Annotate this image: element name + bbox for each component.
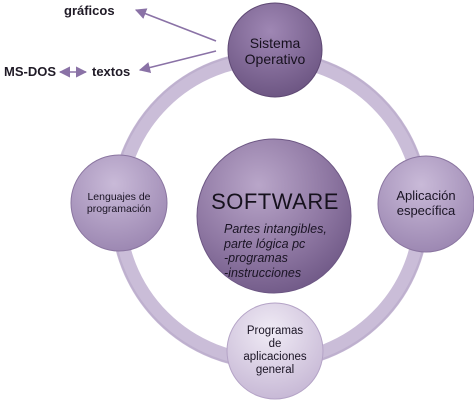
arrow-to-textos: [138, 50, 217, 73]
center-line-2: parte lógica pc: [224, 236, 306, 251]
label-msdos: MS-DOS: [4, 64, 56, 79]
label-graficos: gráficos: [64, 3, 115, 18]
node-left-label: Lenguajes de programación: [74, 185, 164, 221]
node-top-line-2: Operativo: [244, 51, 306, 67]
center-circle: [196, 138, 352, 294]
label-textos: textos: [92, 64, 131, 79]
center-description: Partes intangibles, parte lógica pc -pro…: [224, 222, 364, 281]
node-top-circle: [227, 2, 323, 98]
arrow-to-graficos: [134, 8, 217, 42]
node-top-line-1: Sistema: [249, 34, 301, 51]
node-top-label: Sistema Operativo: [230, 30, 320, 72]
node-left-line-1: Lenguajes de: [87, 190, 151, 203]
node-bottom-circle: [226, 302, 324, 400]
node-bottom-line-3: aplicaciones: [243, 351, 307, 363]
node-right-label: Aplicación específica: [381, 184, 471, 224]
node-left-line-2: programación: [86, 203, 152, 215]
center-line-1: Partes intangibles,: [224, 222, 327, 236]
center-line-3: -programas: [224, 251, 288, 266]
center-line-4: -instrucciones: [224, 265, 302, 280]
node-bottom-line-1: Programas: [246, 324, 304, 337]
node-left-circle: [70, 154, 168, 252]
node-right-line-1: Aplicación: [396, 188, 456, 204]
node-bottom-line-4: general: [255, 364, 295, 377]
node-right-line-2: específica: [396, 203, 456, 218]
node-bottom-line-2: de: [268, 337, 282, 350]
center-title: SOFTWARE: [211, 189, 339, 214]
node-right-circle: [377, 155, 474, 253]
node-bottom-label: Programas de aplicaciones general: [230, 322, 320, 380]
